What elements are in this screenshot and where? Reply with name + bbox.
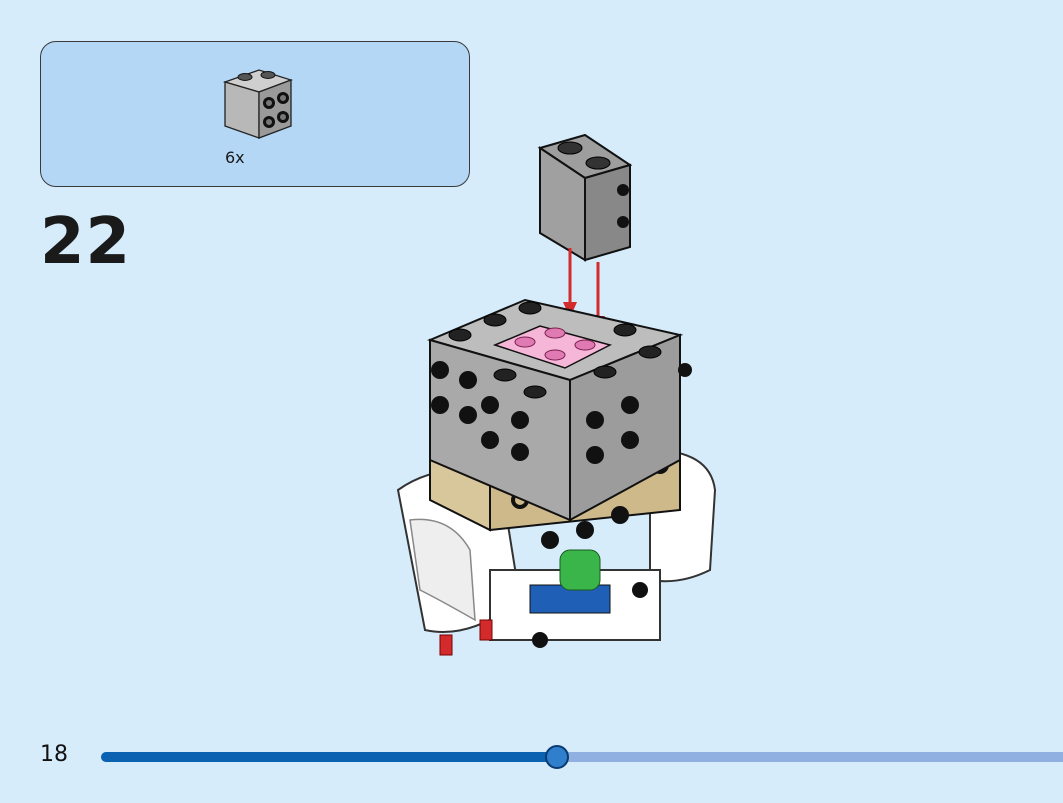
page-number: 18 [40, 742, 68, 767]
step-number: 22 [40, 205, 132, 279]
part-quantity: 6x [225, 148, 245, 167]
parts-callout: 6x [40, 41, 470, 187]
progress-bar [101, 745, 1063, 769]
build-illustration [396, 133, 717, 656]
incoming-brick [537, 133, 633, 262]
progress-fill [101, 752, 557, 762]
gray-2x2-brick-side-studs-icon [223, 69, 294, 139]
gray-head-block [426, 298, 692, 522]
progress-marker [545, 745, 569, 769]
